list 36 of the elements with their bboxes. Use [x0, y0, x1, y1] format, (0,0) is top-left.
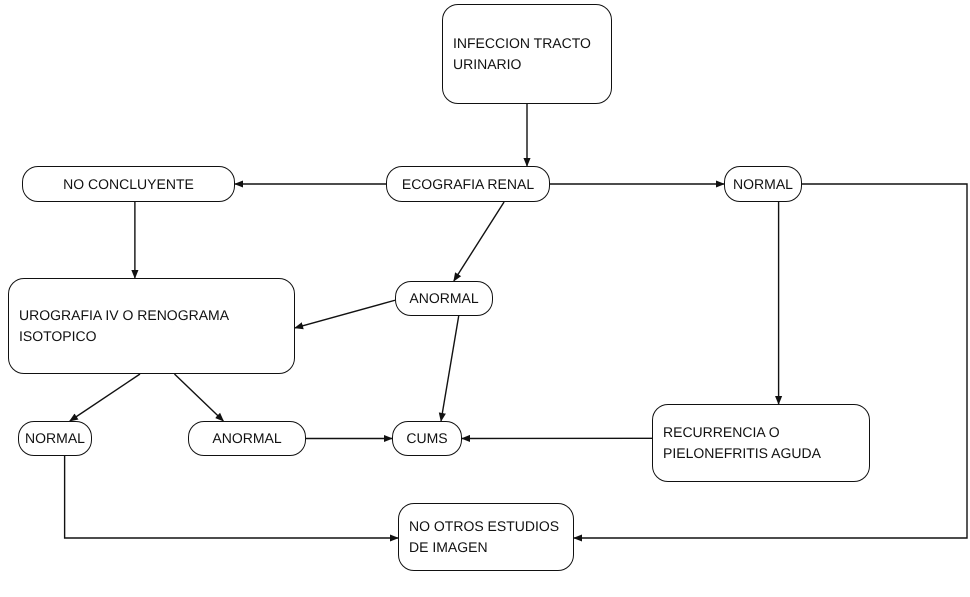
rounded-box: [188, 421, 306, 456]
rounded-box: [18, 421, 92, 456]
arrow: [453, 202, 505, 282]
node-label: RECURRENCIA O PIELONEFRITIS AGUDA: [663, 423, 822, 463]
node-label: CUMS: [406, 429, 448, 448]
rounded-box: [8, 278, 295, 374]
arrow: [69, 373, 140, 422]
node-label: ANORMAL: [409, 289, 479, 308]
rounded-box: [442, 4, 612, 104]
arrow: [294, 300, 396, 330]
arrow: [131, 202, 138, 279]
node-label: ECOGRAFIA RENAL: [402, 174, 534, 194]
arrow: [306, 434, 393, 442]
arrow: [234, 180, 386, 188]
node-label: NO OTROS ESTUDIOS DE IMAGEN: [409, 517, 560, 557]
rounded-box: [398, 503, 574, 571]
rounded-box: [395, 281, 493, 316]
rounded-box: [652, 404, 870, 482]
arrow: [174, 374, 224, 422]
rounded-box: [386, 166, 550, 202]
node-label: NO CONCLUYENTE: [63, 174, 194, 194]
node-label: NORMAL: [733, 174, 793, 194]
arrow: [64, 456, 399, 542]
arrow: [438, 316, 460, 422]
arrow: [550, 180, 725, 188]
node-label: INFECCION TRACTO URINARIO: [453, 34, 592, 74]
arrow: [523, 104, 531, 167]
node-label: UROGRAFIA IV O RENOGRAMA ISOTOPICO: [19, 306, 230, 346]
node-label: NORMAL: [25, 429, 85, 448]
arrow: [461, 434, 652, 442]
arrow: [775, 202, 782, 405]
rounded-box: [724, 166, 802, 202]
rounded-box: [22, 166, 235, 202]
arrow: [573, 183, 968, 542]
rounded-box: [392, 421, 462, 456]
node-label: ANORMAL: [212, 429, 282, 448]
